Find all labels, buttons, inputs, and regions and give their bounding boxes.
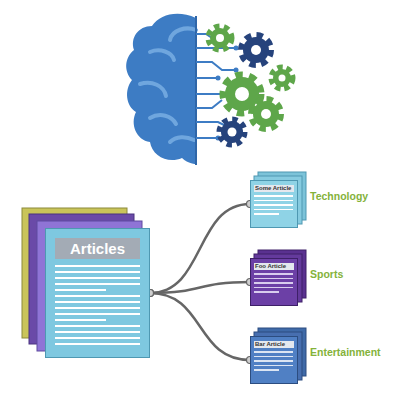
category-label: Entertainment [310, 346, 381, 359]
text-line [254, 360, 293, 362]
small-page: Some Article [250, 180, 298, 228]
text-line [55, 307, 140, 309]
text-line [254, 369, 279, 371]
gear [209, 27, 231, 49]
small-title-bar: Foo Article [254, 263, 294, 270]
connector [147, 290, 254, 364]
text-line [55, 337, 140, 339]
text-line [254, 291, 279, 293]
small-title: Foo Article [255, 263, 293, 270]
text-line [55, 289, 106, 291]
text-line [55, 283, 140, 285]
text-line [254, 204, 293, 206]
text-line [55, 271, 140, 273]
gears [209, 27, 292, 144]
gear [220, 120, 244, 144]
text-line [55, 301, 140, 303]
gear [252, 100, 280, 128]
text-line [254, 351, 293, 353]
text-line [254, 213, 279, 215]
text-line [55, 319, 106, 321]
text-lines [55, 265, 140, 345]
text-line [55, 265, 140, 267]
text-line [254, 287, 293, 289]
document-node: Foo ArticleSports [250, 258, 346, 306]
text-line [254, 278, 293, 280]
gear [272, 68, 292, 88]
text-line [55, 295, 140, 297]
connector-line [150, 282, 250, 293]
small-title-bar: Some Article [254, 185, 294, 192]
text-line [55, 325, 140, 327]
gear [242, 36, 270, 64]
connector-line [150, 293, 250, 360]
document-node: Bar ArticleEntertainment [250, 336, 383, 384]
text-line [254, 365, 293, 367]
brain [126, 14, 196, 165]
text-line [254, 200, 293, 202]
document-node: Some ArticleTechnology [250, 180, 371, 228]
text-line [254, 356, 293, 358]
text-line [254, 209, 293, 211]
document-title: Articles [59, 240, 136, 257]
text-line [254, 273, 293, 275]
category-label: Sports [310, 268, 343, 281]
category-label: Technology [310, 190, 368, 203]
text-line [254, 282, 293, 284]
small-title: Some Article [255, 185, 293, 192]
title-bar: Articles [55, 238, 140, 259]
small-page: Foo Article [250, 258, 298, 306]
text-line [55, 343, 140, 345]
gear [224, 76, 260, 112]
text-line [55, 277, 140, 279]
small-page: Bar Article [250, 336, 298, 384]
small-title-bar: Bar Article [254, 341, 294, 348]
text-line [254, 195, 293, 197]
text-line [55, 313, 140, 315]
connector [147, 201, 254, 297]
small-title: Bar Article [255, 341, 293, 348]
connector-line [150, 204, 250, 293]
document-node: Articles [45, 228, 150, 358]
text-line [55, 331, 140, 333]
